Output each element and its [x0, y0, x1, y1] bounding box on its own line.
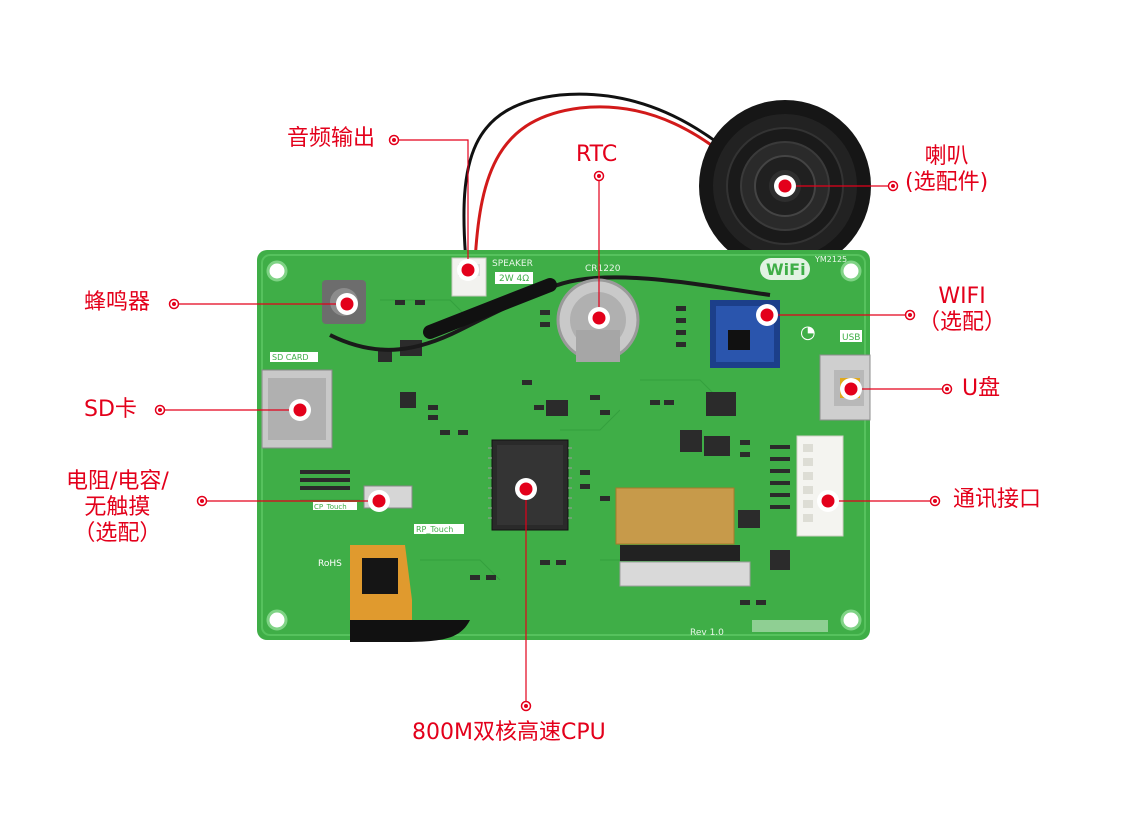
usb-silkscreen: USB: [842, 333, 860, 343]
wifi-target: [756, 304, 778, 326]
callout-wifi-line2: （选配）: [918, 309, 1007, 335]
callout-touch: 电阻/电容/ 无触摸 （选配）: [66, 469, 169, 547]
usb-target: [840, 378, 862, 400]
rtc-target: [588, 307, 610, 329]
cpu-target: [515, 478, 537, 500]
callout-touch-line3: （选配）: [73, 520, 162, 546]
speaker-target: [774, 175, 796, 197]
leader-lines: [160, 139, 947, 706]
comm-port-target: [817, 490, 839, 512]
sdcard-target: [289, 399, 311, 421]
callout-speaker-line2: (选配件): [905, 169, 989, 195]
callout-wifi-line1: WIFI: [938, 284, 986, 309]
callout-cpu: 800M双核高速CPU: [412, 720, 606, 745]
buzzer-target: [336, 293, 358, 315]
rptouch-silkscreen: RP_Touch: [416, 525, 453, 534]
model-silkscreen: YM2125: [814, 255, 847, 264]
callout-buzzer: 蜂鸣器: [84, 290, 151, 315]
callout-touch-line2: 无触摸: [84, 494, 151, 520]
callout-rtc: RTC: [576, 142, 618, 167]
sdcard-silkscreen: SD CARD: [272, 353, 309, 362]
callout-sdcard: SD卡: [84, 397, 137, 422]
speaker-wire-black: [462, 92, 746, 263]
speaker-wire-red: [473, 105, 750, 263]
callout-speaker-line1: 喇叭: [924, 144, 969, 169]
audio-out-target: [457, 259, 479, 281]
battery-silkscreen: CR1220: [585, 264, 621, 274]
svg-text:◔: ◔: [800, 322, 816, 343]
speaker-rating-silkscreen: 2W 4Ω: [499, 274, 529, 284]
rohs-silkscreen: RoHS: [318, 559, 342, 569]
callout-touch-line1: 电阻/电容/: [66, 469, 169, 494]
callout-usb-disk: U盘: [962, 376, 1001, 401]
callout-speaker: 喇叭 (选配件): [905, 144, 988, 196]
marker-dots: [154, 134, 953, 712]
touch-target: [368, 490, 390, 512]
speaker-silkscreen: SPEAKER: [492, 259, 533, 269]
revision-silkscreen: Rev 1.0: [690, 628, 724, 638]
callout-wifi: WIFI （选配）: [918, 284, 1006, 336]
callout-audio-out: 音频输出: [287, 126, 376, 151]
callout-comm-port: 通讯接口: [953, 487, 1042, 512]
wifi-logo: WiFi: [766, 260, 806, 279]
cptouch-silkscreen: CP_Touch: [314, 503, 347, 511]
